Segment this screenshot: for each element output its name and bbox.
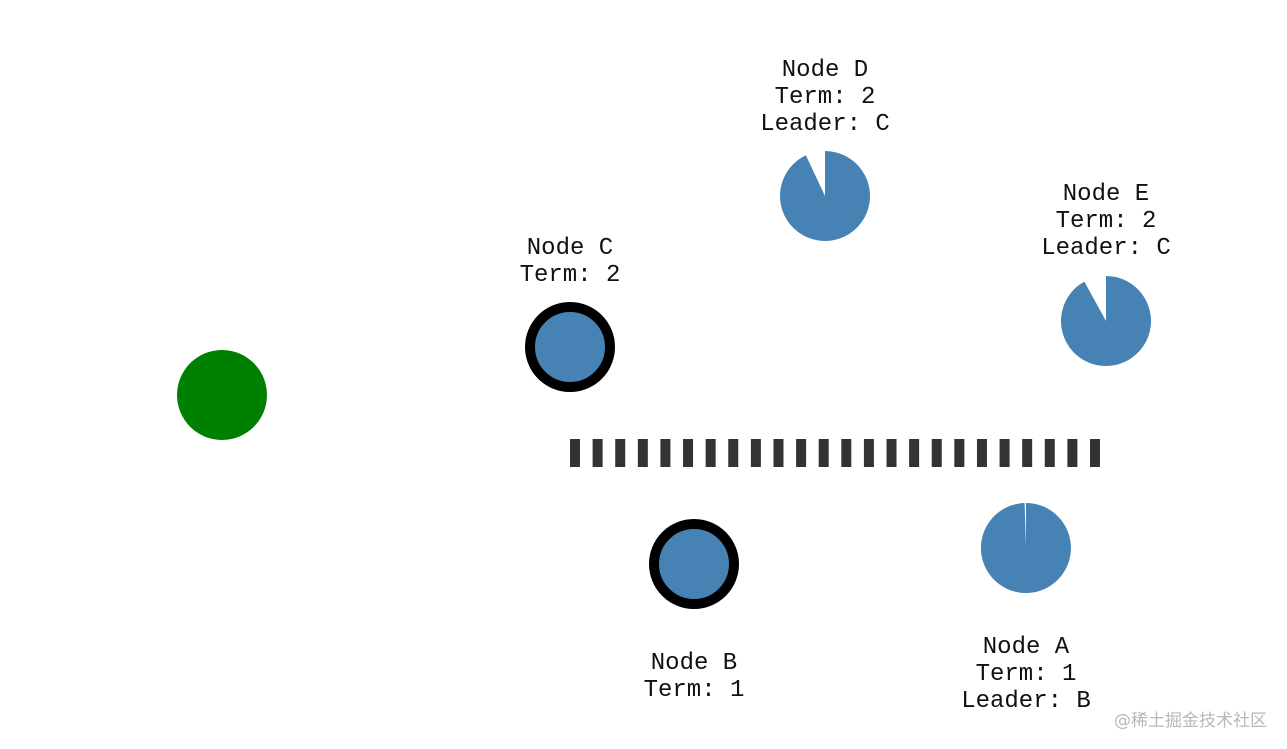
- partition-segment: [863, 439, 874, 467]
- partition-segment: [954, 439, 965, 467]
- node-term-label: Term: 2: [1056, 208, 1157, 235]
- partition-segment: [570, 439, 580, 467]
- partition-segment: [683, 439, 694, 467]
- node-leader-label: Leader: B: [961, 688, 1091, 715]
- partition-segment: [615, 439, 626, 467]
- partition-segment: [728, 439, 739, 467]
- partition-segment: [1090, 439, 1100, 467]
- node-term-label: Term: 1: [976, 661, 1077, 688]
- partition-segment: [660, 439, 671, 467]
- partition-segment: [705, 439, 716, 467]
- partition-segment: [886, 439, 897, 467]
- partition-segment: [796, 439, 807, 467]
- node-term-label: Term: 2: [775, 84, 876, 111]
- partition-segment: [931, 439, 942, 467]
- watermark: @稀土掘金技术社区: [1114, 711, 1267, 731]
- node-name-label: Node D: [782, 57, 868, 84]
- node-term-label: Term: 1: [644, 677, 745, 704]
- follower-node-circle: [779, 151, 870, 242]
- client-node[interactable]: [177, 350, 267, 440]
- node-name-label: Node E: [1063, 181, 1149, 208]
- follower-node-circle: [1061, 276, 1152, 366]
- partition-segment: [773, 439, 784, 467]
- partition-segment: [750, 439, 761, 467]
- partition-segment: [976, 439, 987, 467]
- partition-segment: [841, 439, 852, 467]
- partition-segment: [1067, 439, 1078, 467]
- partition-segment: [1022, 439, 1033, 467]
- node-name-label: Node B: [651, 650, 737, 677]
- node-leader-label: Leader: C: [760, 111, 890, 138]
- partition-segment: [818, 439, 829, 467]
- node-term-label: Term: 2: [520, 262, 621, 289]
- node-name-label: Node A: [983, 634, 1070, 661]
- leader-node-circle: [649, 519, 739, 609]
- node-leader-label: Leader: C: [1041, 235, 1171, 262]
- network-partition: [570, 439, 1100, 467]
- partition-segment: [637, 439, 648, 467]
- partition-segment: [999, 439, 1010, 467]
- client-layer: [177, 350, 267, 440]
- partition-segment: [909, 439, 920, 467]
- partition-segment: [592, 439, 603, 467]
- node-name-label: Node C: [527, 235, 613, 262]
- leader-node-circle: [525, 302, 615, 392]
- partition-segment: [1044, 439, 1055, 467]
- follower-node-circle: [980, 503, 1071, 593]
